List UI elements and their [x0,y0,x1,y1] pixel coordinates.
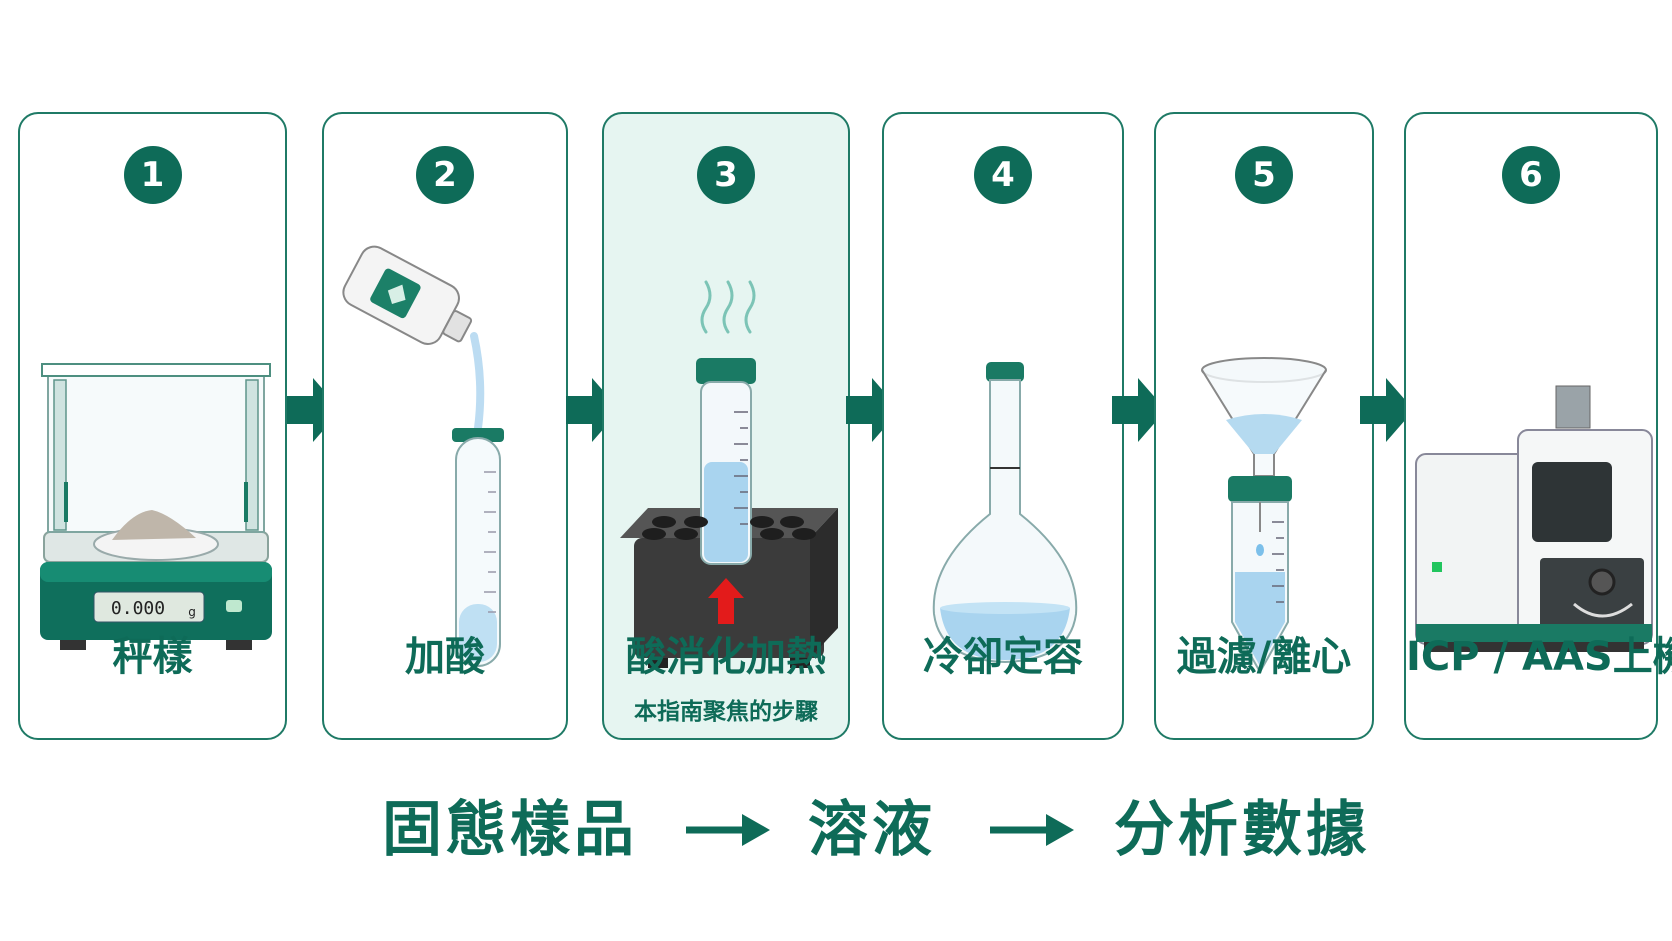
step-label: 加酸 [405,634,485,680]
step-number-badge: 1 [123,146,182,204]
acid-bottle-icon [324,232,566,712]
step-card-5: 5 過濾/離心 [1154,112,1374,740]
step-card-6: 6 ICP / AAS上機 [1404,112,1672,740]
step-card-2: 2 加酸 [322,112,568,740]
flow-stage-solution: 溶液 [808,795,936,865]
step-number-badge: 3 [697,146,755,204]
step-sublabel: 本指南聚焦的步驟 [634,699,818,725]
step-card-1: 1 0.000 g 秤樣 [18,112,287,740]
step-label: 秤樣 [112,634,193,680]
funnel-icon [1156,232,1372,712]
arrow-right-icon [1112,378,1166,442]
arrow-right-icon [846,378,900,442]
step-card-4: 4 冷卻定容 [882,112,1124,740]
flow-summary: 固態樣品 溶液 分析數據 [0,790,1672,870]
step-card-3: 3 [602,112,850,740]
step-label: 酸消化加熱 [626,634,826,680]
flow-stage-analysis-data: 分析數據 [1114,795,1370,865]
arrow-right-icon [287,378,341,442]
arrow-right-icon [684,808,770,852]
arrow-right-icon [988,808,1074,852]
step-label: ICP / AAS上機 [1406,634,1672,680]
balance-display: 0.000 [111,598,165,619]
step-label: 冷卻定容 [923,634,1083,680]
balance-unit: g [188,605,196,619]
icp-aas-instrument-icon [1406,232,1656,712]
arrow-right-icon [1360,378,1414,442]
step-number-badge: 4 [974,146,1032,204]
flow-stage-solid-sample: 固態樣品 [382,795,638,865]
step-number-badge: 5 [1235,146,1293,204]
arrow-right-icon [566,378,620,442]
step-number-badge: 6 [1502,146,1560,204]
step-label: 過濾/離心 [1176,634,1352,680]
volumetric-flask-icon [884,232,1122,712]
analytical-balance-icon: 0.000 g [20,232,285,712]
heating-block-icon [604,232,848,712]
steam-icon [700,280,756,334]
step-number-badge: 2 [416,146,474,204]
